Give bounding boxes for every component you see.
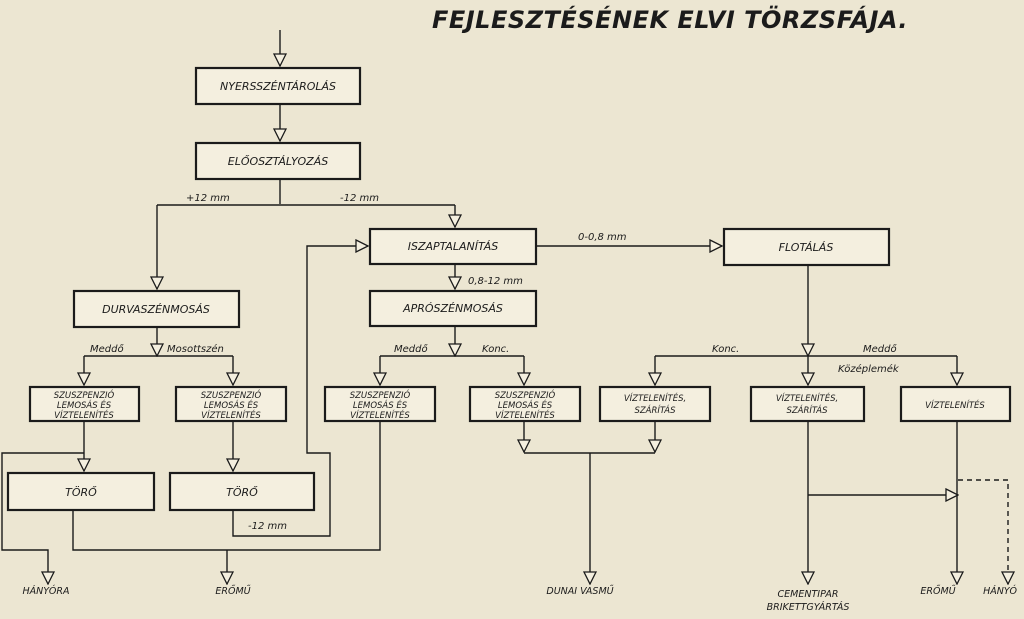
label-plus-12mm: +12 mm [186, 193, 230, 204]
node-toro-1: TÖRŐ [6, 471, 156, 512]
node-label: ELŐOSZTÁLYOZÁS [228, 154, 328, 168]
node-label-line: SZUSZPENZIÓ [54, 389, 115, 401]
output-hanyora: HÁNYÓRA [23, 585, 70, 597]
node-label: DURVASZÉNMOSÁS [102, 303, 210, 316]
node-label-line: LEMOSÁS ÉS [498, 399, 553, 411]
label-meddo-3: Meddő [863, 343, 897, 355]
node-label-line: SZÁRÍTÁS [634, 404, 676, 416]
edge-recycle-loop [232, 246, 368, 537]
node-viztelenites-szaritas-2: VÍZTELENÍTÉS, SZÁRÍTÁS [749, 385, 866, 423]
label-minus-12mm-return: -12 mm [248, 521, 287, 532]
node-szuszpenzio-3: SZUSZPENZIÓ LEMOSÁS ÉS VÍZTELENÍTÉS [323, 385, 437, 423]
node-label-line: SZÁRÍTÁS [786, 404, 828, 416]
node-label-line: SZUSZPENZIÓ [495, 389, 556, 401]
node-iszaptalanitas: ISZAPTALANÍTÁS [368, 227, 538, 266]
node-label-line: LEMOSÁS ÉS [204, 399, 259, 411]
node-nyersszentarolas: NYERSSZÉNTÁROLÁS [194, 66, 362, 106]
label-kozeplemek: Középlemék [838, 363, 900, 375]
node-label-line: VÍZTELENÍTÉS [54, 409, 114, 421]
node-eloosztalyozas: ELŐOSZTÁLYOZÁS [194, 141, 362, 181]
node-szuszpenzio-2: SZUSZPENZIÓ LEMOSÁS ÉS VÍZTELENÍTÉS [174, 385, 288, 423]
node-label: VÍZTELENÍTÉS [925, 399, 985, 411]
label-fine-fraction: 0-0,8 mm [578, 232, 627, 243]
connectors [1, 30, 1008, 584]
edge-to-hanyo [958, 479, 1008, 584]
node-label-line: VÍZTELENÍTÉS [350, 409, 410, 421]
node-durvaszenmosas: DURVASZÉNMOSÁS [72, 289, 241, 329]
label-minus-12mm: -12 mm [340, 193, 379, 204]
node-aproszenmosas: APRÓSZÉNMOSÁS [368, 289, 538, 328]
node-label-line: VÍZTELENÍTÉS [201, 409, 261, 421]
node-label: ISZAPTALANÍTÁS [408, 240, 499, 253]
output-hanyo: HÁNYÓ [983, 585, 1017, 597]
node-label: TÖRŐ [65, 485, 97, 499]
node-viztelenites-szaritas-1: VÍZTELENÍTÉS, SZÁRÍTÁS [598, 385, 712, 423]
output-eromu-2: ERŐMŰ [920, 586, 955, 597]
node-flotalas: FLOTÁLÁS [722, 227, 891, 267]
node-label-line: VÍZTELENÍTÉS [495, 409, 555, 421]
label-konc-1: Konc. [482, 344, 509, 355]
node-label-line: SZUSZPENZIÓ [201, 389, 262, 401]
label-konc-2: Konc. [712, 344, 739, 355]
node-label: FLOTÁLÁS [779, 241, 834, 254]
node-label-line: VÍZTELENÍTÉS, [624, 392, 686, 404]
output-brikettgyartas: BRIKETTGYÁRTÁS [767, 601, 850, 613]
process-boxes: NYERSSZÉNTÁROLÁS ELŐOSZTÁLYOZÁS ISZAPTAL… [6, 66, 1012, 512]
label-meddo-2: Meddő [394, 343, 428, 355]
label-size-range: 0,8-12 mm [468, 276, 523, 287]
node-label-line: VÍZTELENÍTÉS, [776, 392, 838, 404]
label-mosottszen: Mosottszén [167, 343, 224, 355]
node-toro-2: TÖRŐ [168, 471, 316, 512]
outputs: HÁNYÓRA ERŐMŰ DUNAI VASMŰ CEMENTIPAR BRI… [23, 585, 1018, 613]
output-dunai-vasmu: DUNAI VASMŰ [546, 586, 613, 597]
node-szuszpenzio-1: SZUSZPENZIÓ LEMOSÁS ÉS VÍZTELENÍTÉS [28, 385, 141, 423]
node-label-line: LEMOSÁS ÉS [57, 399, 112, 411]
diagram-title: FEJLESZTÉSÉNEK ELVI TÖRZSFÁJA. [432, 4, 908, 34]
edge-labels: +12 mm -12 mm 0-0,8 mm 0,8-12 mm Meddő M… [90, 193, 900, 532]
node-label-line: LEMOSÁS ÉS [353, 399, 408, 411]
node-label: TÖRŐ [226, 485, 258, 499]
edge-to-hanyora [1, 452, 84, 584]
node-label: APRÓSZÉNMOSÁS [402, 302, 503, 315]
output-eromu-1: ERŐMŰ [215, 586, 250, 597]
node-szuszpenzio-4: SZUSZPENZIÓ LEMOSÁS ÉS VÍZTELENÍTÉS [468, 385, 582, 423]
output-cementipar: CEMENTIPAR [778, 589, 839, 600]
label-meddo-1: Meddő [90, 343, 124, 355]
node-viztelenites: VÍZTELENÍTÉS [899, 385, 1012, 423]
node-label-line: SZUSZPENZIÓ [350, 389, 411, 401]
node-label: NYERSSZÉNTÁROLÁS [220, 80, 336, 93]
